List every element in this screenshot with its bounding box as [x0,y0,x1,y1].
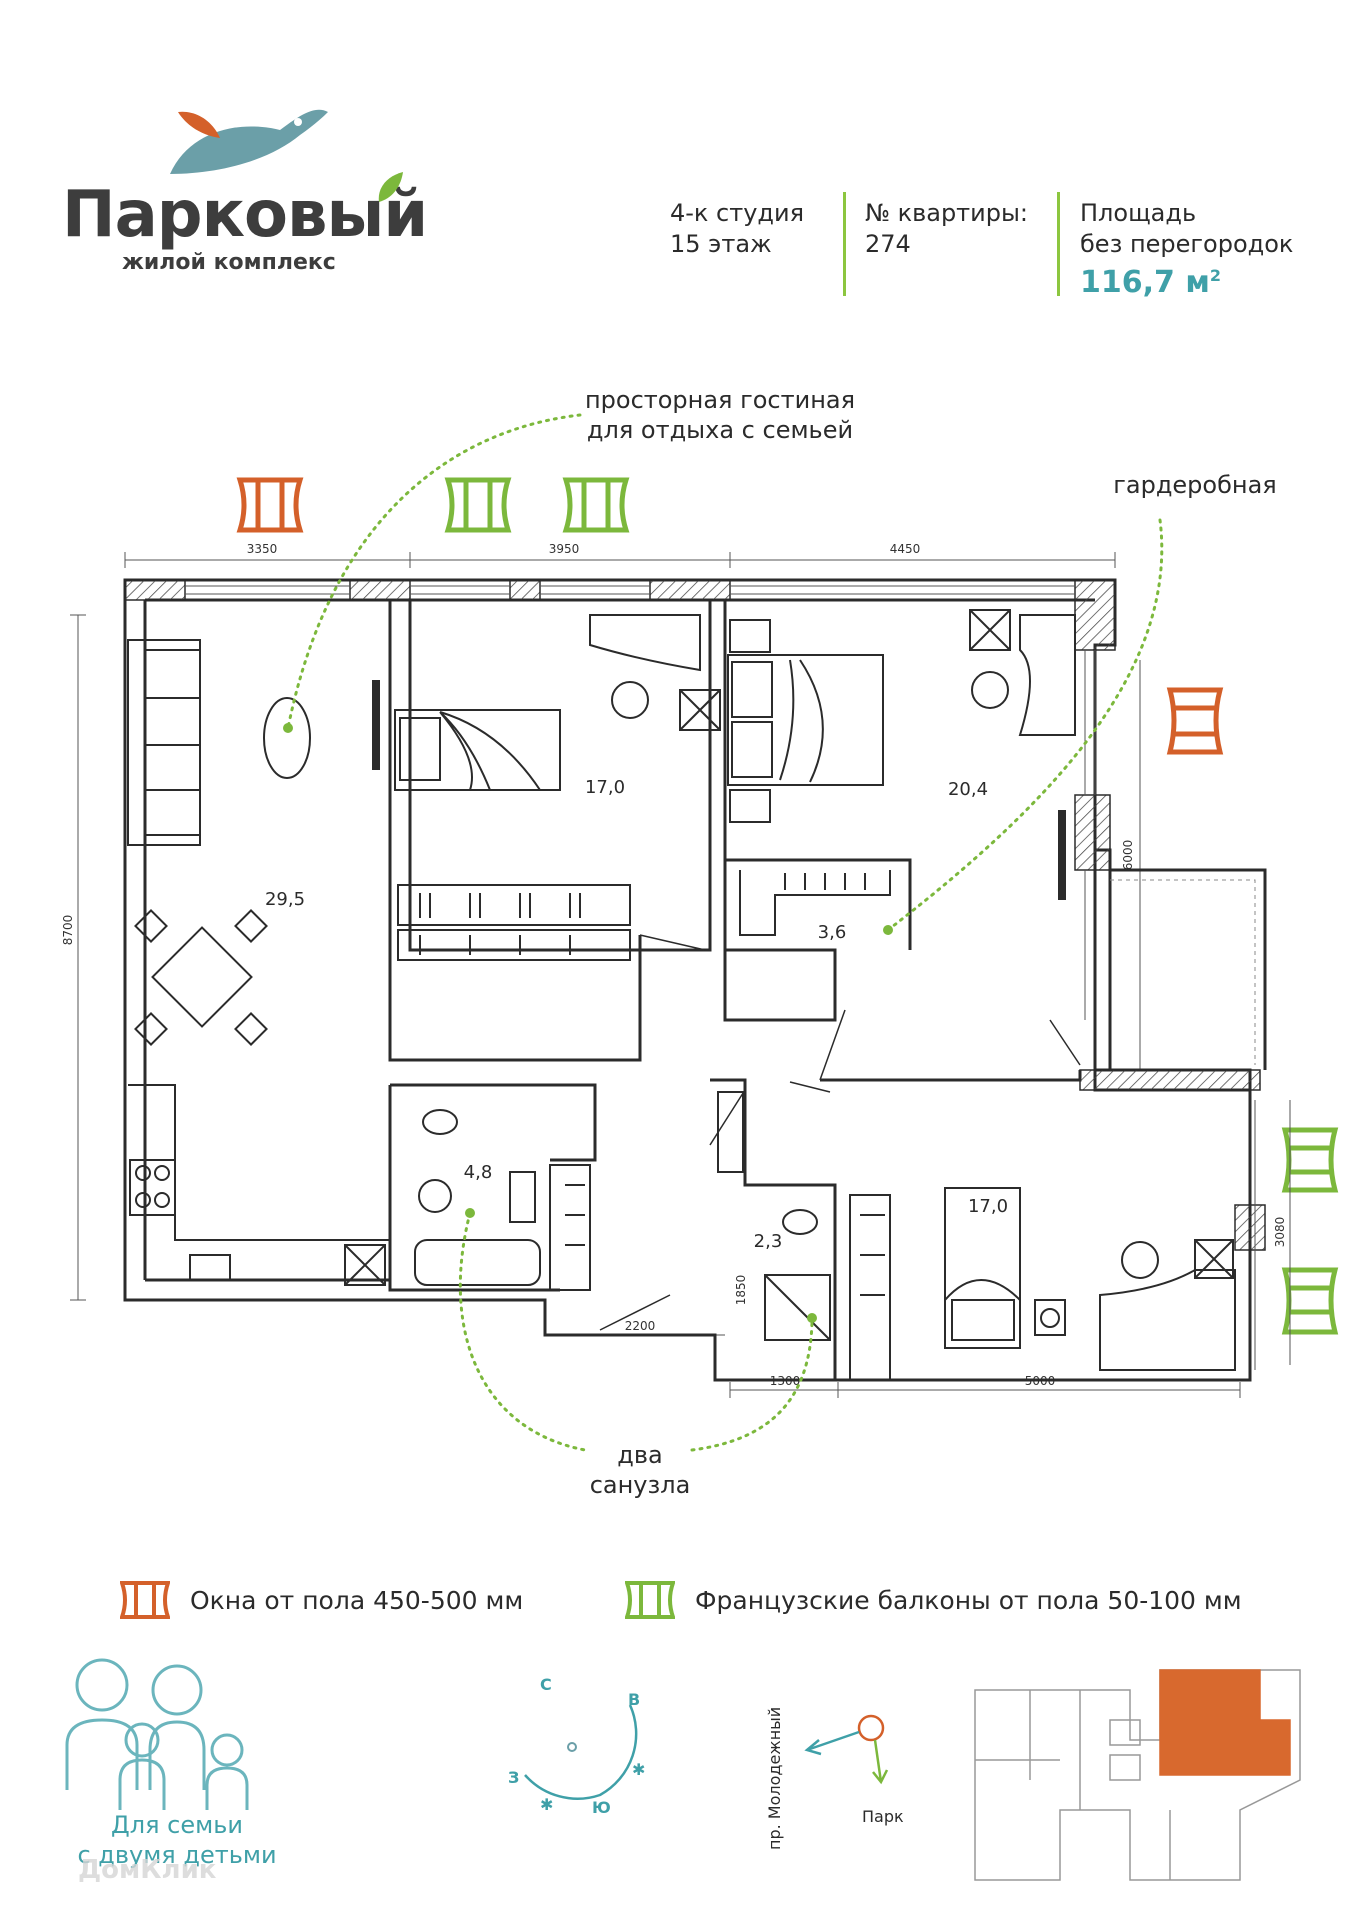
balcony [1110,879,1256,1065]
watermark: ДомКлик [78,1855,217,1885]
sun-icon: ✱ [632,1760,645,1779]
dimension-label: 8700 [61,915,75,946]
callout-dots [283,723,893,1323]
compass-south: Ю [592,1798,611,1815]
kitchen [128,1084,390,1286]
legend-balcony-icon [624,1580,676,1624]
desk-chair [969,609,1076,736]
area-unit-sup: 2 [1209,266,1221,285]
family-caption-line1: Для семьи [111,1811,243,1839]
callout-living-line1: просторная гостиная [584,386,856,414]
info-divider [1057,192,1060,296]
bathroom-fixtures [414,1109,591,1291]
family-icon [62,1650,272,1814]
window-marker-icon [1166,687,1224,755]
callout-bath-line1: два [617,1441,663,1469]
dimension-label: 3350 [247,542,278,556]
apartment-number-value: 274 [865,230,911,258]
wall-hatch [124,579,1266,1251]
legend-balconies: Французские балконы от пола 50-100 мм [695,1586,1242,1615]
info-divider [843,192,846,296]
area-value-text: 116,7 м [1080,265,1210,300]
window-frames [185,585,1256,1370]
apartment-number-label: № квартиры: [865,199,1029,227]
apartment-type-text: 4-к студия [670,199,805,227]
compass-arc [524,1704,638,1800]
family-caption: Для семьи с двумя детьми [62,1810,292,1870]
area-value: 116,7 м2 [1080,260,1293,298]
building-key-plan [970,1660,1310,1890]
dimension-label: 1850 [734,1275,748,1306]
orientation-icon [795,1700,915,1804]
desk-chair [1099,1239,1236,1371]
room-area: 29,5 [265,889,305,910]
bed [394,709,561,791]
floor-plan: 3350 3950 4450 8700 6000 3080 2200 1300 … [61,413,1339,1452]
room-area: 20,4 [948,779,988,800]
sofa [127,639,201,846]
area-block: Площадь без перегородок 116,7 м2 [1080,198,1293,298]
callout-living-line2: для отдыха с семьей [586,416,854,444]
apartment-highlight [1159,1669,1291,1776]
sun-icon: ✱ [540,1795,553,1814]
room-area: 2,3 [754,1231,783,1252]
area-label: Площадь [1080,199,1197,227]
area-label-2: без перегородок [1080,230,1294,258]
family-caption-line2: с двумя детьми [77,1841,277,1869]
dimension-label: 6000 [1121,840,1135,871]
walk-in-closet [739,870,891,936]
logo [150,100,350,180]
compass-north: С [540,1675,552,1694]
floor-text: 15 этаж [670,230,772,258]
logo-subtitle: жилой комплекс [122,250,336,275]
door-swings [599,934,1081,1331]
callout-bathrooms: два санузла [560,1440,720,1500]
callout-lines [286,413,1164,1452]
dimension-label: 3950 [549,542,580,556]
street-label: пр. Молодежный [765,1706,784,1850]
compass-west: З [508,1768,519,1787]
legend-window-icon [119,1580,171,1624]
wardrobe-shelves [397,884,631,961]
bathroom-fixtures [717,1091,891,1381]
bed [944,1187,1066,1349]
desk-chair [589,614,721,731]
logo-title: Парковый [62,178,428,252]
room-area: 17,0 [585,777,625,798]
legend-windows: Окна от пола 450-500 мм [190,1586,524,1615]
room-area: 4,8 [464,1162,493,1183]
dimension-label: 4450 [890,542,921,556]
compass-needle-icon [545,1685,590,1793]
coffee-table [263,697,311,779]
apartment-number: № квартиры: 274 [865,198,1028,260]
callout-living: просторная гостиная для отдыха с семьей [560,385,880,445]
room-area: 17,0 [968,1196,1008,1217]
french-balcony-marker-icon [562,477,630,533]
compass: С В З Ю ✱ ✱ [500,1665,670,1817]
french-balcony-marker-icon [1281,1127,1339,1193]
tv-panel [1058,810,1066,900]
bird-logo-icon [170,109,328,174]
dimension-label: 2200 [625,1319,656,1333]
callout-wardrobe: гардеробная [1113,471,1277,499]
callout-bath-line2: санузла [589,1471,691,1499]
dimension-lines [70,552,1291,1398]
french-balcony-marker-icon [444,477,512,533]
double-bed [727,619,884,823]
park-label: Парк [862,1807,904,1826]
tv-panel [372,680,380,770]
french-balcony-marker-icon [1281,1267,1339,1335]
dimension-label: 3080 [1273,1217,1287,1248]
apartment-type: 4-к студия 15 этаж [670,198,804,260]
compass-east: В [628,1690,640,1709]
dining-table [134,909,268,1046]
window-marker-icon [236,477,304,533]
leaf-icon [375,170,405,204]
room-area: 3,6 [818,922,847,943]
